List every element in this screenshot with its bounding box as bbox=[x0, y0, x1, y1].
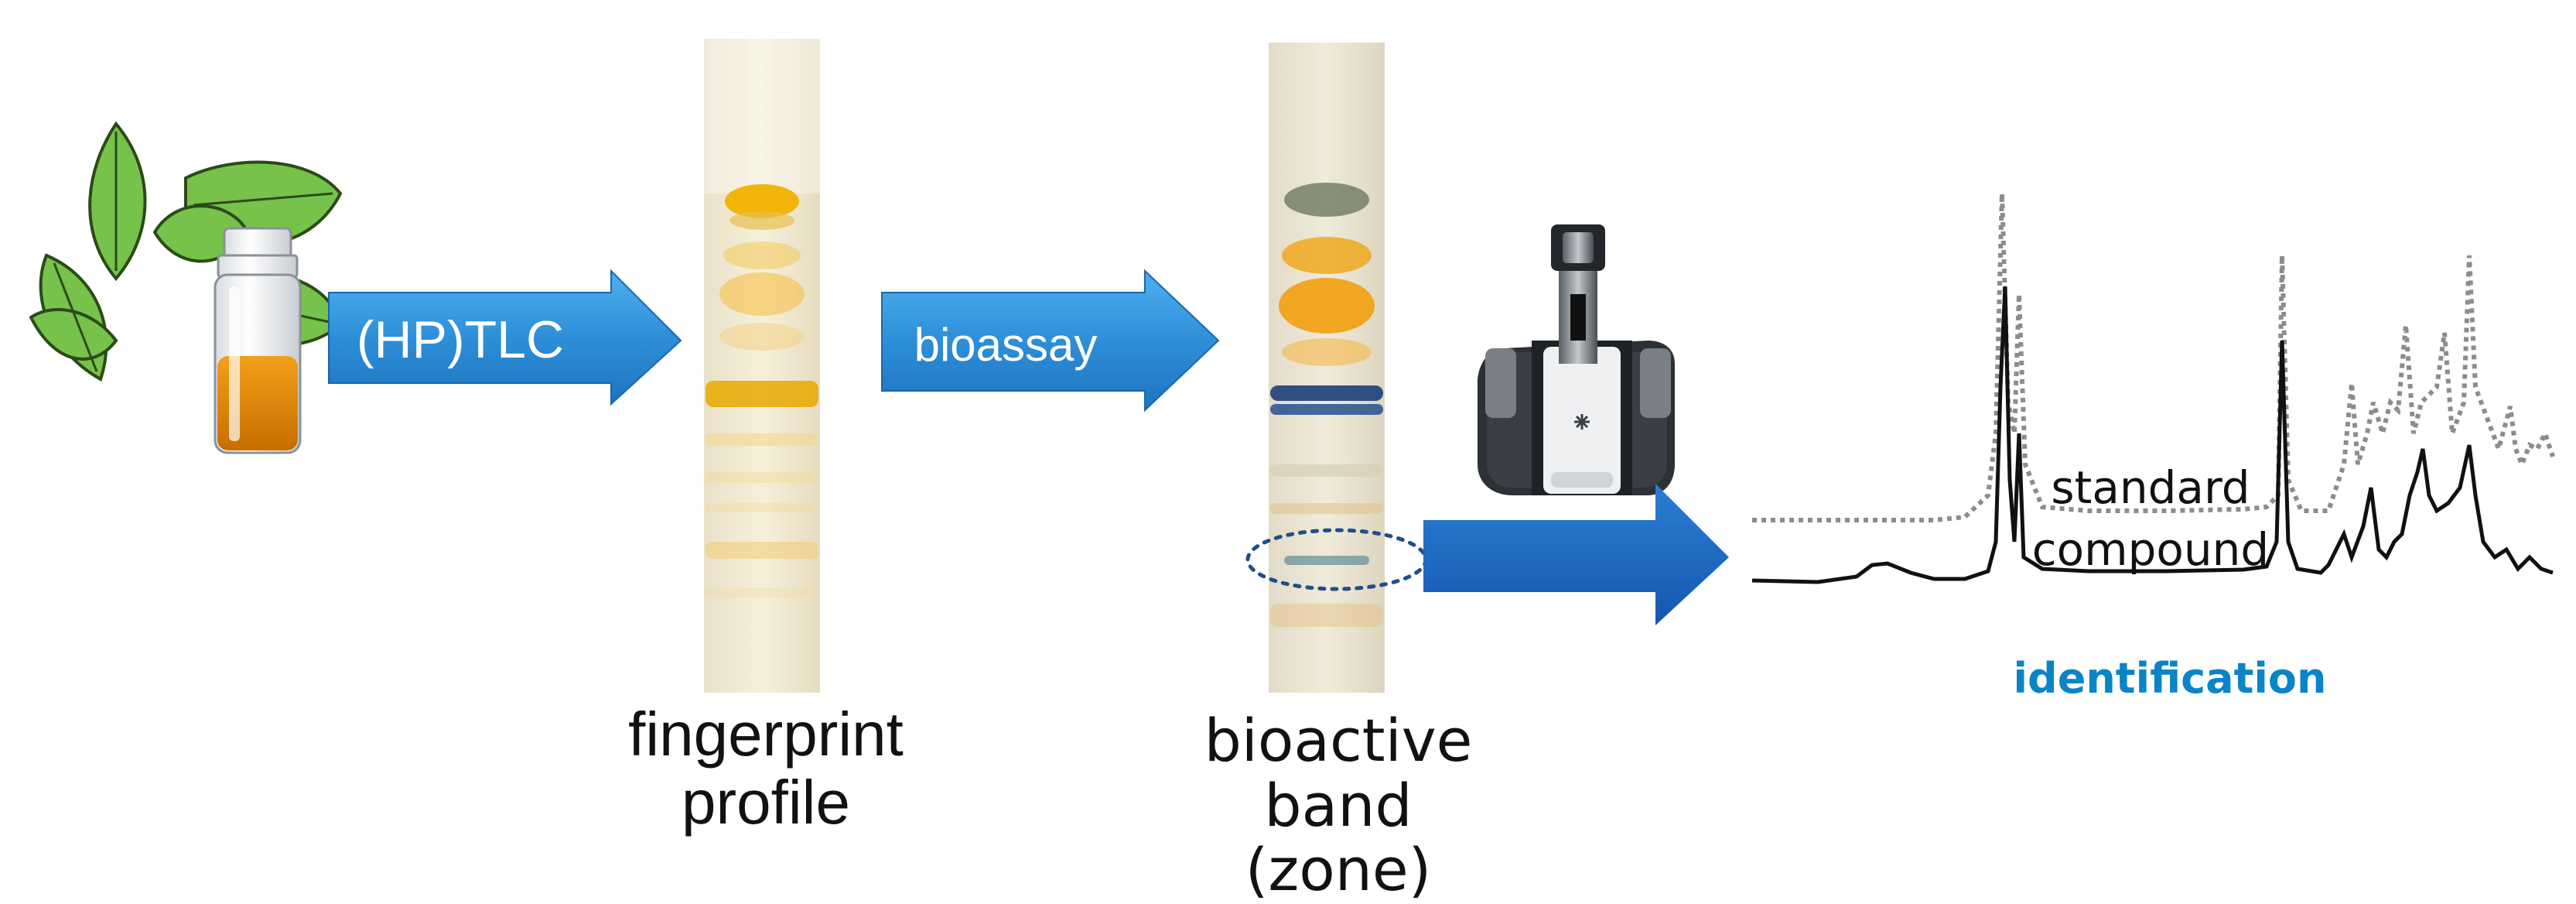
bioassay-arrow-label: bioassay bbox=[914, 319, 1098, 371]
fingerprint-tlc-plate bbox=[704, 39, 820, 693]
hptlc-arrow-label: (HP)TLC bbox=[357, 310, 564, 369]
spectrum-plot: standard compound identification bbox=[1751, 193, 2555, 703]
standard-trace bbox=[1752, 193, 2555, 522]
fingerprint-caption-line1: fingerprint bbox=[628, 700, 904, 769]
bioactive-tlc-plate bbox=[1245, 43, 1428, 693]
bioactive-caption: bioactive band (zone) bbox=[1168, 708, 1508, 902]
bioactive-caption-line2: band (zone) bbox=[1245, 770, 1432, 904]
standard-label: standard bbox=[2051, 461, 2250, 514]
mint-leaves-icon bbox=[29, 121, 343, 382]
bioassay-arrow: bioassay bbox=[881, 269, 1220, 413]
compound-trace bbox=[1751, 286, 2554, 584]
identification-label: identification bbox=[2014, 654, 2327, 703]
fingerprint-caption-line2: profile bbox=[682, 768, 850, 837]
sample-vial-icon bbox=[214, 227, 302, 454]
mass-spectrometer-icon bbox=[1478, 224, 1675, 495]
hptlc-arrow: (HP)TLC bbox=[328, 269, 682, 406]
compound-label: compound bbox=[2032, 523, 2270, 576]
fingerprint-bands bbox=[705, 184, 818, 598]
transfer-arrow bbox=[1423, 484, 1729, 625]
bioactive-bands bbox=[1270, 183, 1383, 627]
fingerprint-caption: fingerprint profile bbox=[588, 700, 944, 837]
bioactive-caption-line1: bioactive bbox=[1204, 706, 1473, 775]
